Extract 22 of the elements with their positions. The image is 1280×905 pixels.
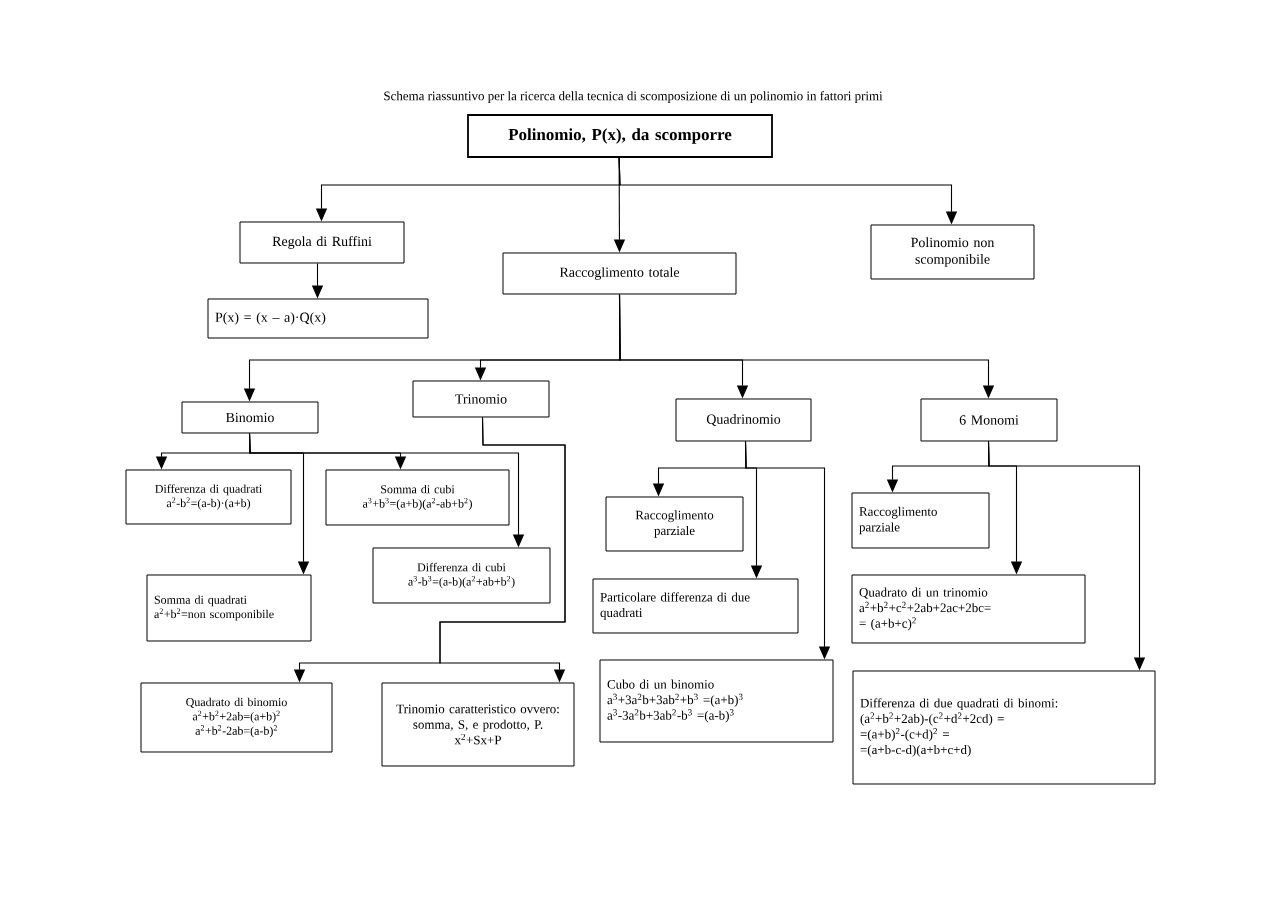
process-box: Quadrinomio <box>675 398 812 442</box>
diagram-title: Schema riassuntivo per la ricerca della tecnica di scomposizione di un polinomio in fattori primi <box>384 91 883 103</box>
process-box: P(x) = (x – a)·Q(x) <box>207 298 429 339</box>
process-box: Raccoglimento totale <box>502 252 737 295</box>
process-box: Particolare differenza di due quadrati <box>592 578 799 634</box>
process-box: Somma di cubi a$^{3}$+b$^{3}$=(a+b)(a$^{2}$-ab+b$^{2}$) <box>325 469 510 526</box>
process-box: Differenza di quadrati a$^{2}$-b$^{2}$=(a-b)·(a+b) <box>125 469 292 525</box>
process-box: Trinomio caratteristico ovvero: somma, S, e prodotto, P. x$^{2}$+Sx+P <box>381 682 575 767</box>
process-box: 6 Monomi <box>920 398 1058 442</box>
process-box: Regola di Ruffini <box>239 221 405 264</box>
process-box: Differenza di cubi a$^{3}$-b$^{3}$=(a-b)(a$^{2}$+ab+b$^{2}$) <box>372 547 551 604</box>
process-box: Quadrato di binomio a$^{2}$+b$^{2}$+2ab=(a+b)$^{2}$ a$^{2}$+b$^{2}$-2ab=(a-b)$^{2}$ <box>140 682 333 753</box>
process-box: Quadrato di un trinomio a$^{2}$+b$^{2}$+c$^{2}$+2ab+2ac+2bc= = (a+b+c)$^{2}$ <box>851 574 1086 644</box>
process-box: Polinomio non scomponibile <box>870 224 1035 280</box>
process-box: Raccoglimento parziale <box>605 496 744 552</box>
process-box: Differenza di due quadrati di binomi: (a$^{2}$+b$^{2}$+2ab)-(c$^{2}$+d$^{2}$+2cd) = =(a+b)$^{2}$-(c+d)$^{2}$ = =(a+b-c-d)(a+b+c+d) <box>852 670 1156 785</box>
process-box: Cubo di un binomio a$^{3}$+3a$^{2}$b+3ab$^{2}$+b$^{3}$ =(a+b)$^{3}$ a$^{3}$-3a$^{2}$b+3ab$^{2}$-b$^{3}$ =(a-b)$^{3}$ <box>599 659 834 743</box>
process-box: Binomio <box>181 401 319 434</box>
process-box: Trinomio <box>412 380 550 418</box>
process-box: Raccoglimento parziale <box>851 492 990 549</box>
process-box: Somma di quadrati a$^{2}$+b$^{2}$=non scomponibile <box>146 574 312 642</box>
process-box: Polinomio, P(x), da scomporre <box>467 114 773 158</box>
